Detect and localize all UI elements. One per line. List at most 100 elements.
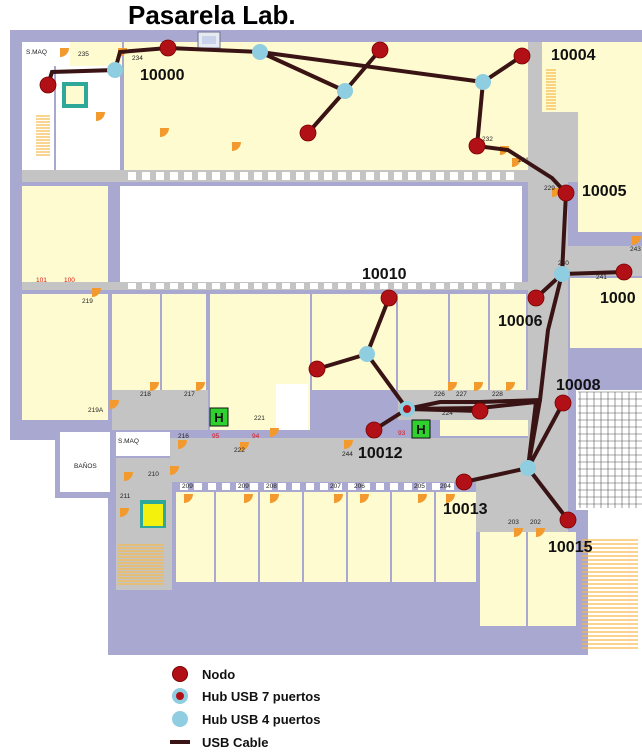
node-label: 10015 xyxy=(548,539,593,556)
usb-cable xyxy=(405,407,482,413)
window xyxy=(408,172,416,180)
room-label: 204 xyxy=(440,483,451,490)
window xyxy=(464,172,472,180)
window xyxy=(492,283,500,289)
legend-item-cable: USB Cable xyxy=(168,732,268,752)
window xyxy=(310,283,318,289)
window-strips xyxy=(128,172,514,490)
window xyxy=(418,483,426,490)
hub-4-ports xyxy=(359,346,375,362)
door xyxy=(448,382,457,391)
usb-hubs xyxy=(107,44,570,476)
window xyxy=(268,172,276,180)
door xyxy=(196,382,205,391)
door xyxy=(514,528,523,537)
legend-label: Hub USB 4 puertos xyxy=(202,711,321,727)
window xyxy=(320,483,328,490)
room-label: 234 xyxy=(132,55,143,62)
window xyxy=(170,172,178,180)
door xyxy=(232,142,241,151)
usb-cable xyxy=(526,466,570,522)
room-label: 222 xyxy=(234,447,245,454)
door xyxy=(244,494,253,503)
room-label: 208 xyxy=(266,483,277,490)
window xyxy=(432,483,440,490)
legend-item-hub7: Hub USB 7 puertos xyxy=(168,686,320,706)
usb-cables xyxy=(46,45,626,522)
page-title: Pasarela Lab. xyxy=(128,0,296,30)
room-label: S.MAQ xyxy=(26,49,47,56)
window xyxy=(198,172,206,180)
window xyxy=(240,283,248,289)
legend-label: Nodo xyxy=(202,666,236,682)
node-label: 10000 xyxy=(140,67,185,84)
usb-cable xyxy=(475,144,568,195)
window xyxy=(390,483,398,490)
window xyxy=(394,172,402,180)
door xyxy=(160,128,169,137)
door xyxy=(96,112,105,121)
nodo xyxy=(554,394,572,412)
nodo xyxy=(513,47,531,65)
node-label: 10008 xyxy=(556,377,601,394)
room-label: 244 xyxy=(342,451,353,458)
window xyxy=(408,283,416,289)
room-label: 226 xyxy=(434,391,445,398)
window xyxy=(404,483,412,490)
window xyxy=(348,483,356,490)
window xyxy=(450,172,458,180)
door xyxy=(178,440,187,449)
nodes xyxy=(39,39,633,529)
node-labels: 10000 10004 10005 10010 10006 1000 10008… xyxy=(140,47,636,556)
room-label: 232 xyxy=(482,136,493,143)
window xyxy=(324,172,332,180)
window xyxy=(198,283,206,289)
room-label: 206 xyxy=(354,483,365,490)
nodo xyxy=(371,41,389,59)
window xyxy=(478,283,486,289)
nodo xyxy=(365,421,383,439)
window xyxy=(436,283,444,289)
window xyxy=(338,172,346,180)
legend-item-hub4: Hub USB 4 puertos xyxy=(168,709,320,729)
window xyxy=(208,483,216,490)
usb-cable xyxy=(475,80,485,148)
door xyxy=(360,494,369,503)
room-labels: S.MAQ 235 234 232 231 229 230 241 243 10… xyxy=(26,49,641,526)
room-label: 221 xyxy=(254,415,265,422)
door xyxy=(60,48,69,57)
room-label: 211 xyxy=(120,493,131,500)
node-label: 10004 xyxy=(551,47,596,64)
usb-cable xyxy=(258,50,485,84)
room-label: 95 xyxy=(212,433,220,440)
window xyxy=(180,483,188,490)
door xyxy=(512,158,521,167)
room-label: 210 xyxy=(148,471,159,478)
room-label: 202 xyxy=(530,519,541,526)
usb-cable xyxy=(365,352,409,411)
door xyxy=(344,440,353,449)
window xyxy=(338,283,346,289)
elevators xyxy=(62,82,166,528)
window xyxy=(324,283,332,289)
door xyxy=(184,494,193,503)
window xyxy=(296,283,304,289)
cable-icon xyxy=(168,732,194,752)
window xyxy=(282,172,290,180)
window xyxy=(436,172,444,180)
room-label: 205 xyxy=(414,483,425,490)
node-label: 10012 xyxy=(358,445,403,462)
usb-cable xyxy=(46,45,262,87)
window xyxy=(366,172,374,180)
rooms xyxy=(22,42,642,626)
door xyxy=(270,428,279,437)
window xyxy=(226,172,234,180)
window xyxy=(226,283,234,289)
window xyxy=(240,172,248,180)
room-label: 216 xyxy=(178,433,189,440)
hub-4-ports xyxy=(252,44,268,60)
window xyxy=(128,172,136,180)
room-label: 203 xyxy=(508,519,519,526)
door xyxy=(334,494,343,503)
hub-7-ports-core xyxy=(403,405,411,413)
